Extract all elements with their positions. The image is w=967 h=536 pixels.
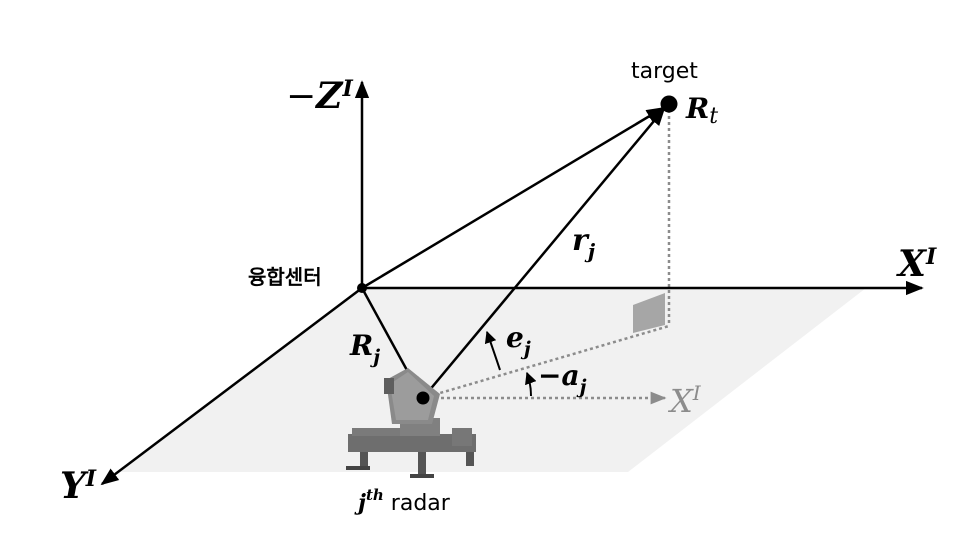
fusion-center-label: 융합센터 [248,265,322,289]
fusion-center-point [357,283,367,293]
target-label: target [631,59,698,84]
radar-point [416,391,430,405]
right-angle-marker [633,293,665,333]
elevation-label: ej [506,321,531,360]
ground-projection-line [422,324,670,400]
y-axis [100,287,363,486]
target-point [660,95,678,113]
range-vector [422,107,666,399]
y-axis-label: YI [60,465,97,507]
azimuth-arc [525,371,537,397]
radar-label: jth radar [354,486,451,516]
azimuth-label: −aj [538,359,587,398]
x-axis-label: XI [896,243,937,285]
range-vector-label: rj [572,223,596,263]
z-axis-label: −ZI [286,75,353,117]
radar-position-label: Rj [349,329,380,368]
fusion-to-target-vector [361,106,665,290]
ground-plane [120,288,866,472]
elevation-arc [484,330,501,371]
radar-x-axis-label: XI [667,381,702,420]
radar-image [346,368,476,478]
target-position-label: Rt [685,92,718,129]
